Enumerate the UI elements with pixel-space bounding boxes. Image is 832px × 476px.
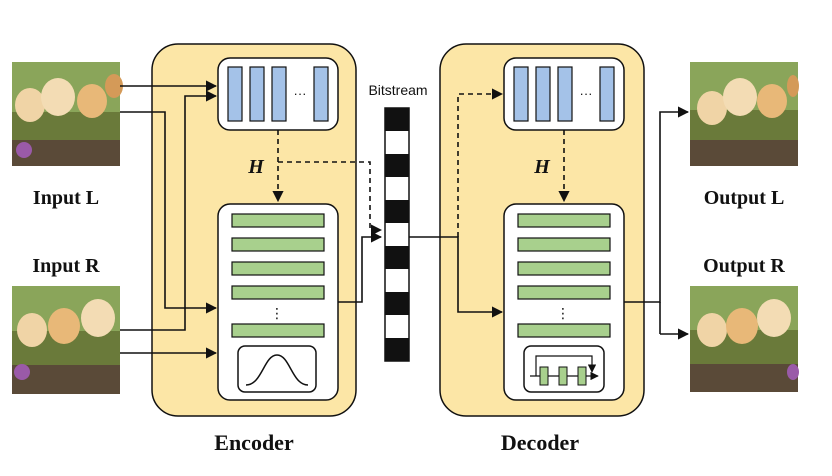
encoder-label: Encoder bbox=[214, 430, 294, 455]
encoder-conv-layers bbox=[227, 66, 329, 122]
connector-lines bbox=[120, 80, 690, 359]
input-left-label: Input L bbox=[33, 187, 99, 209]
kitten-photo-icon bbox=[690, 62, 799, 166]
encoder-dense-layers bbox=[231, 213, 325, 338]
input-right-label: Input R bbox=[32, 255, 100, 277]
residual-block-icon bbox=[523, 345, 605, 393]
decoder-conv-ellipsis: ··· bbox=[580, 86, 593, 101]
encoder-hyper-symbol: H bbox=[247, 156, 265, 178]
decoder-dense-ellipsis: ⋮ bbox=[556, 305, 570, 321]
gaussian-curve-icon bbox=[237, 345, 317, 393]
bitstream-bar bbox=[384, 107, 410, 362]
decoder-conv-layers bbox=[513, 66, 615, 122]
encoder-conv-ellipsis: ··· bbox=[294, 86, 307, 101]
output-left-label: Output L bbox=[704, 187, 785, 209]
dashed-connector-lines bbox=[272, 88, 570, 237]
decoder-hyper-symbol: H bbox=[533, 156, 551, 178]
bitstream-label: Bitstream bbox=[368, 82, 427, 98]
encoder-dense-ellipsis: ⋮ bbox=[270, 305, 284, 321]
output-right-label: Output R bbox=[703, 255, 785, 277]
kitten-photo-icon bbox=[690, 286, 799, 392]
kitten-photo-icon bbox=[12, 62, 123, 166]
kitten-photo-icon bbox=[12, 286, 120, 394]
decoder-label: Decoder bbox=[501, 430, 579, 455]
decoder-dense-layers bbox=[517, 213, 611, 338]
